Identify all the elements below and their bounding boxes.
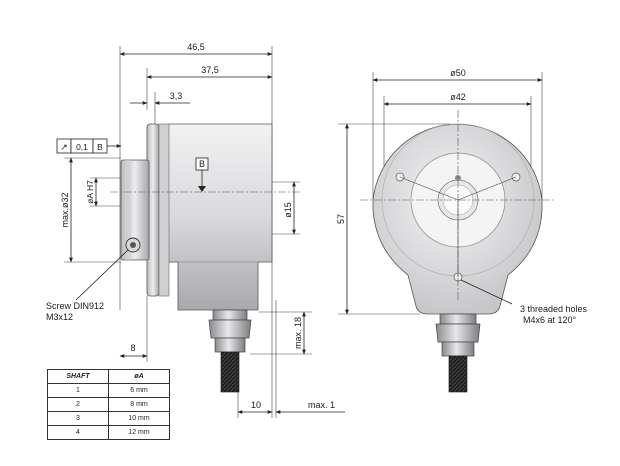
holes-callout-line1: 3 threaded holes <box>520 304 588 314</box>
shaft-diameter-label: ø15 <box>283 202 293 218</box>
flange-diameter-label: max.ø32 <box>60 192 70 227</box>
tolerance-value: 0,1 <box>76 142 88 152</box>
encoder-body <box>167 123 273 311</box>
gland-length-label: max. 18 <box>293 317 303 349</box>
table-row: 1 6 mm <box>47 383 170 398</box>
shaft-cell: 2 <box>47 397 109 412</box>
overall-length-label: 46,5 <box>187 42 205 52</box>
flange-thickness-label: 3,3 <box>170 91 183 101</box>
side-view: 46,5 37,5 3,3 B ↗ 0,1 <box>46 42 345 418</box>
height-label: 57 <box>336 214 346 224</box>
cable-max-label: max. 1 <box>308 400 335 410</box>
datum-b-label: B <box>199 159 205 169</box>
table-row: 3 10 mm <box>47 411 170 426</box>
holes-callout-line2: M4x6 at 120° <box>523 315 577 325</box>
screw-callout-line1: Screw DIN912 <box>46 301 104 311</box>
outer-diameter-label: ø50 <box>450 68 466 78</box>
bolt-circle-label: ø42 <box>450 92 466 102</box>
tolerance-datum: B <box>97 142 103 152</box>
screw-offset-label: 8 <box>130 343 135 353</box>
front-view: ø50 ø42 57 3 t <box>336 68 588 393</box>
bore-fit-label: øA H7 <box>85 180 95 204</box>
diameter-cell: 6 mm <box>108 383 170 398</box>
table-row: 4 12 mm <box>47 425 170 440</box>
tolerance-frame: ↗ 0,1 B <box>56 138 122 154</box>
diameter-cell: 10 mm <box>108 411 170 426</box>
table-row: 2 8 mm <box>47 397 170 412</box>
cable-gland-side <box>208 309 252 393</box>
runout-symbol: ↗ <box>60 142 68 152</box>
shaft-cell: 3 <box>47 411 109 426</box>
diameter-cell: 12 mm <box>108 425 170 440</box>
screw-callout-line2: M3x12 <box>46 312 73 322</box>
diameter-header: øA <box>108 369 170 384</box>
shaft-table: SHAFT øA 1 6 mm 2 8 mm 3 10 mm 4 12 mm <box>47 369 170 440</box>
gland-offset-label: 10 <box>251 400 261 410</box>
shaft-header: SHAFT <box>47 369 109 384</box>
body-length-label: 37,5 <box>201 65 219 75</box>
shaft-cell: 1 <box>47 383 109 398</box>
shaft-cell: 4 <box>47 425 109 440</box>
cable-gland-front <box>435 313 481 393</box>
diameter-cell: 8 mm <box>108 397 170 412</box>
